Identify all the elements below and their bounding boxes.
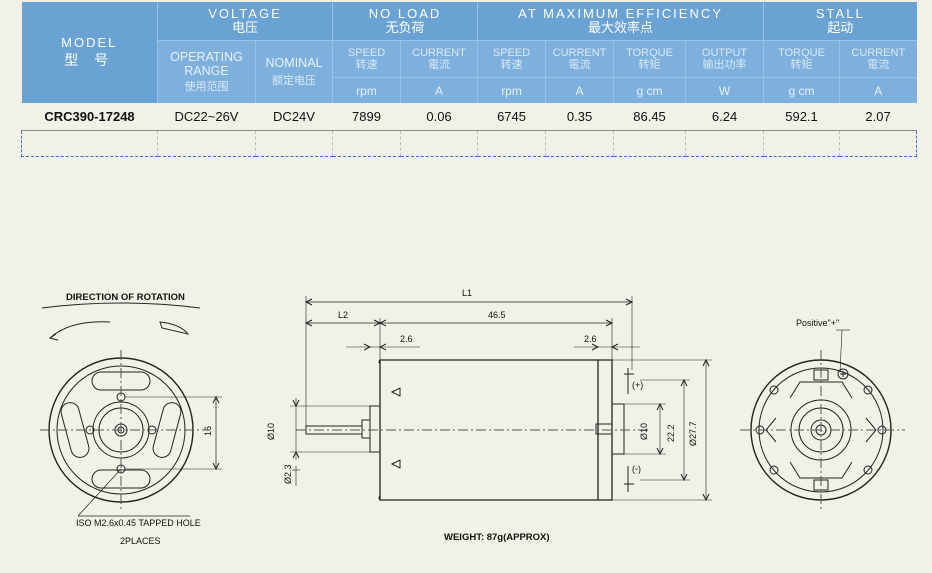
me-torque-en: TORQUE: [626, 47, 673, 59]
voltage-header-cn: 电压: [232, 20, 259, 35]
operating-range-en: OPERATING RANGE: [170, 50, 243, 78]
spec-table: MODEL 型 号 VOLTAGE 电压 NO LOAD 无负荷 AT MAXI…: [21, 2, 918, 157]
cell-st-torque: 592.1: [763, 103, 840, 131]
me-output-en: OUTPUT: [701, 47, 748, 59]
dim-d10-right: Ø10: [639, 423, 649, 440]
st-current-cn: 電流: [867, 59, 890, 71]
unit-cell: rpm: [477, 77, 546, 103]
nl-speed-en: SPEED: [347, 47, 386, 59]
dim-d2-3: Ø2.3: [283, 464, 293, 484]
positive-label: Positive"+": [796, 318, 839, 328]
max-efficiency-header: AT MAXIMUM EFFICIENCY 最大效率点: [477, 2, 764, 41]
cell-nominal: DC24V: [255, 103, 333, 131]
unit-cell: A: [400, 77, 478, 103]
unit-cell: W: [685, 77, 764, 103]
me-current-en: CURRENT: [552, 47, 607, 59]
unit-cell: A: [839, 77, 917, 103]
nominal-en: NOMINAL: [265, 56, 323, 70]
plus-terminal-label: (+): [632, 380, 643, 390]
st-torque-en: TORQUE: [778, 47, 825, 59]
model-header-cn: 型 号: [64, 52, 115, 68]
cell-me-current: 0.35: [545, 103, 614, 131]
unit-cell: g cm: [613, 77, 686, 103]
no-load-header-en: NO LOAD: [368, 6, 442, 21]
cell-st-current: 2.07: [839, 103, 917, 131]
me-speed-cn: 转速: [500, 59, 523, 71]
table-row: CRC390-17248 DC22~26V DC24V 7899 0.06 67…: [21, 103, 917, 131]
dim-2-6-left: 2.6: [400, 334, 413, 344]
cell-me-output: 6.24: [685, 103, 764, 131]
tapped-hole-label: ISO M2.6x0.45 TAPPED HOLE: [76, 518, 201, 528]
unit-cell: g cm: [763, 77, 840, 103]
model-header-en: MODEL: [61, 35, 118, 50]
rear-view: Positive"+": [740, 318, 905, 510]
motor-drawing: DIRECTION OF ROTATION: [40, 288, 905, 546]
no-load-header-cn: 无负荷: [385, 20, 425, 35]
cell-range: DC22~26V: [157, 103, 256, 131]
nl-current-en: CURRENT: [412, 47, 466, 59]
nl-speed-cn: 转速: [355, 59, 378, 71]
cell-me-speed: 6745: [477, 103, 546, 131]
stall-header-en: STALL: [815, 6, 865, 21]
dim-46-5: 46.5: [488, 310, 506, 320]
model-header: MODEL 型 号: [21, 2, 158, 103]
cell-nl-speed: 7899: [332, 103, 401, 131]
dim-16: 16: [203, 426, 213, 436]
voltage-header-en: VOLTAGE: [208, 6, 282, 21]
st-torque-cn: 转矩: [790, 59, 813, 71]
dim-L2: L2: [338, 310, 348, 320]
nl-current-cn: 電流: [428, 59, 451, 71]
st-current-en: CURRENT: [851, 47, 906, 59]
cell-model: CRC390-17248: [21, 103, 158, 131]
unit-cell: A: [545, 77, 614, 103]
side-view: L1 L2 46.5 2.6 2.6: [266, 288, 712, 543]
dim-22-2: 22.2: [666, 424, 676, 442]
stall-header-cn: 起动: [827, 20, 854, 35]
me-current-cn: 電流: [568, 59, 591, 71]
dim-2-6-right: 2.6: [584, 334, 597, 344]
rotation-label: DIRECTION OF ROTATION: [66, 292, 185, 303]
me-speed-en: SPEED: [492, 47, 531, 59]
stall-header: STALL 起动: [763, 2, 917, 41]
minus-terminal-label: (-): [632, 464, 641, 474]
dim-d10-left: Ø10: [266, 423, 276, 440]
unit-cell: rpm: [332, 77, 401, 103]
dim-L1: L1: [462, 288, 472, 298]
nominal-cn: 额定电压: [272, 75, 316, 87]
max-efficiency-header-en: AT MAXIMUM EFFICIENCY: [518, 6, 723, 21]
dim-d27-7: Ø27.7: [688, 421, 698, 446]
me-torque-cn: 转矩: [638, 59, 661, 71]
table-row-empty: [21, 130, 918, 157]
operating-range-header: OPERATING RANGE 使用范围: [157, 40, 256, 103]
me-output-cn: 输出功率: [702, 59, 747, 71]
max-efficiency-header-cn: 最大效率点: [588, 20, 654, 35]
cell-nl-current: 0.06: [400, 103, 478, 131]
front-view: DIRECTION OF ROTATION: [40, 292, 222, 546]
places-label: 2PLACES: [120, 536, 161, 546]
cell-me-torque: 86.45: [613, 103, 686, 131]
voltage-header: VOLTAGE 电压: [156, 2, 333, 41]
operating-range-cn: 使用范围: [184, 81, 229, 93]
weight-label: WEIGHT: 87g(APPROX): [444, 532, 550, 543]
no-load-header: NO LOAD 无负荷: [332, 2, 478, 41]
nominal-header: NOMINAL 额定电压: [254, 40, 333, 103]
